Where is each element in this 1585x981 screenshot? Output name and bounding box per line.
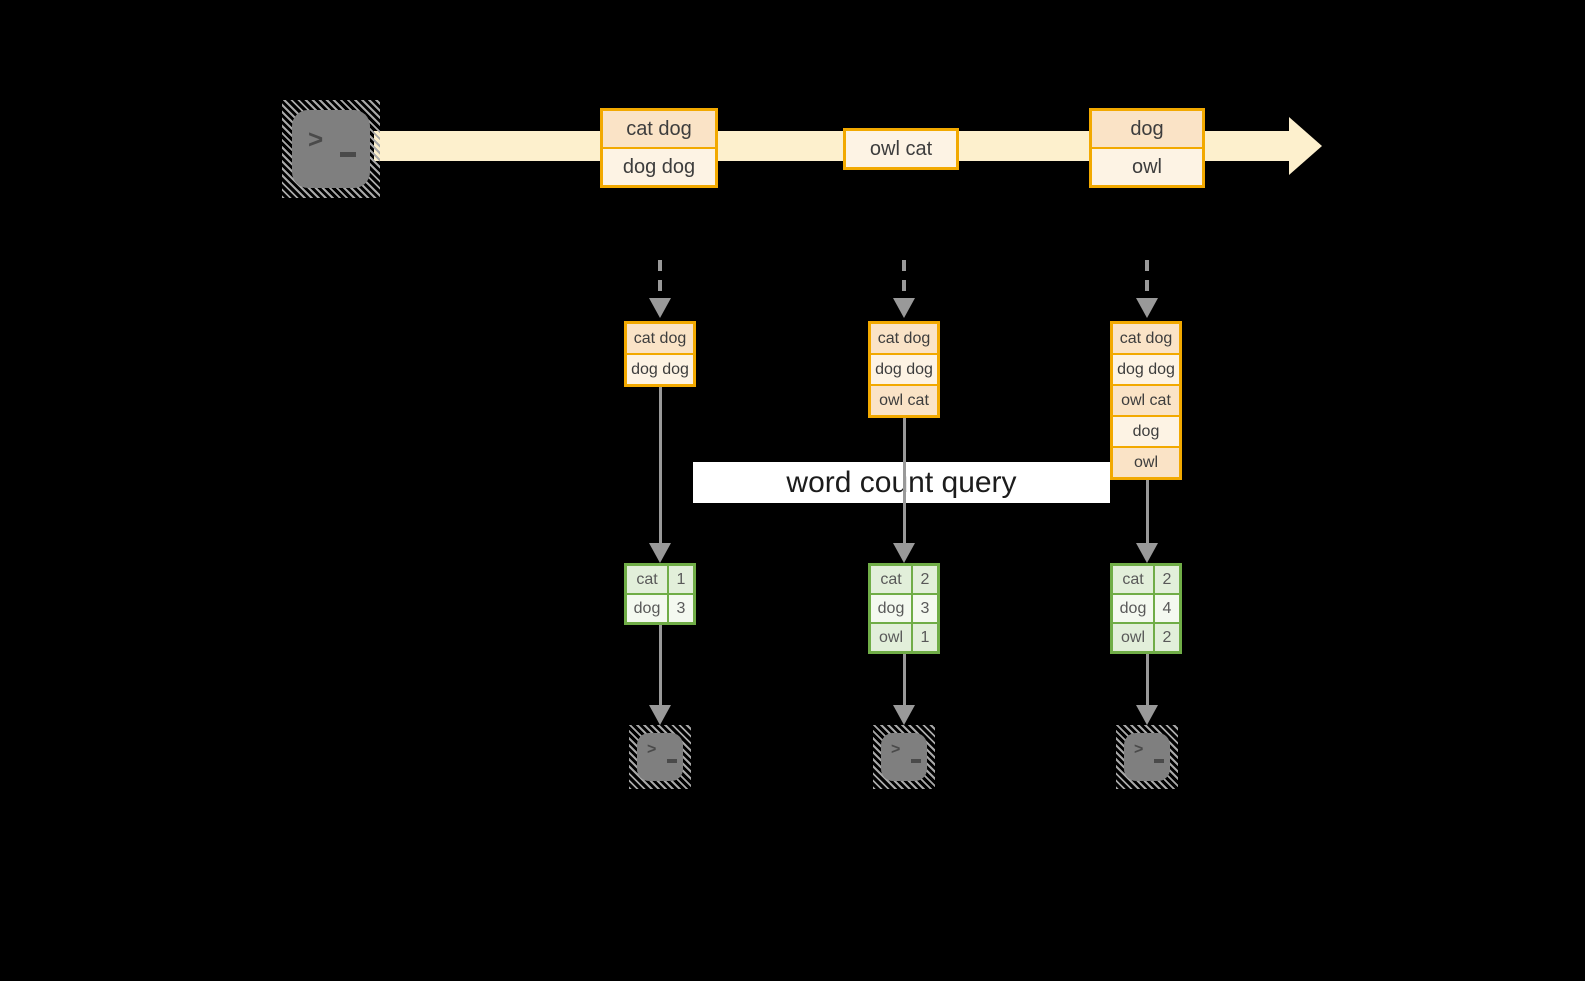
terminal-screen: > [881,733,927,781]
word-cell: dog [871,595,911,622]
count-cell: 3 [913,595,937,622]
terminal-icon: > [282,100,380,198]
arrowhead-icon [893,543,915,563]
connector-line [1146,654,1149,707]
word-cell: cat [1113,566,1153,593]
count-cell: 2 [913,566,937,593]
event-row: owl cat [846,131,956,167]
dashed-arrow [1145,260,1149,298]
stream-event-box: dog owl [1089,108,1205,188]
terminal-icon: > [1116,725,1178,789]
arrowhead-icon [649,298,671,318]
event-buffer-stack: cat dog dog dog [624,321,696,387]
event-row: owl [1092,149,1202,185]
prompt-cursor-icon [340,152,356,157]
count-cell: 1 [669,566,693,593]
buffer-row: owl cat [871,386,937,415]
word-cell: owl [1113,624,1153,651]
connector-line [1146,480,1149,545]
word-cell: owl [871,624,911,651]
word-cell: cat [627,566,667,593]
event-row: dog [1092,111,1202,147]
table-row: cat 2 [871,566,937,593]
count-cell: 2 [1155,566,1179,593]
word-count-table: cat 2 dog 3 owl 1 [868,563,940,654]
count-cell: 2 [1155,624,1179,651]
terminal-icon: > [629,725,691,789]
event-buffer-stack: cat dog dog dog owl cat dog owl [1110,321,1182,480]
stream-arrowhead-icon [1289,117,1322,175]
table-row: owl 2 [1113,624,1179,651]
count-cell: 1 [913,624,937,651]
table-row: owl 1 [871,624,937,651]
arrowhead-icon [893,705,915,725]
event-buffer-stack: cat dog dog dog owl cat [868,321,940,418]
prompt-chevron-icon: > [647,741,657,758]
terminal-icon: > [873,725,935,789]
buffer-row: owl [1113,448,1179,477]
terminal-screen: > [637,733,683,781]
arrowhead-icon [1136,705,1158,725]
prompt-cursor-icon [667,759,677,763]
connector-line [903,654,906,707]
word-cell: dog [627,595,667,622]
table-row: dog 3 [871,595,937,622]
buffer-row: dog dog [1113,355,1179,384]
event-row: cat dog [603,111,715,147]
event-row: dog dog [603,149,715,185]
buffer-row: cat dog [871,324,937,353]
arrowhead-icon [1136,298,1158,318]
query-banner: word count query [693,462,1110,503]
word-count-table: cat 1 dog 3 [624,563,696,625]
buffer-row: dog [1113,417,1179,446]
prompt-chevron-icon: > [308,124,324,154]
buffer-row: dog dog [871,355,937,384]
prompt-chevron-icon: > [1134,741,1144,758]
arrowhead-icon [1136,543,1158,563]
buffer-row: cat dog [627,324,693,353]
count-cell: 3 [669,595,693,622]
connector-line [903,418,906,545]
table-row: dog 3 [627,595,693,622]
word-count-table: cat 2 dog 4 owl 2 [1110,563,1182,654]
word-cell: cat [871,566,911,593]
arrowhead-icon [893,298,915,318]
word-cell: dog [1113,595,1153,622]
prompt-chevron-icon: > [891,741,901,758]
buffer-row: cat dog [1113,324,1179,353]
prompt-cursor-icon [1154,759,1164,763]
arrowhead-icon [649,705,671,725]
stream-event-box: owl cat [843,128,959,170]
arrowhead-icon [649,543,671,563]
table-row: cat 1 [627,566,693,593]
stream-event-box: cat dog dog dog [600,108,718,188]
table-row: dog 4 [1113,595,1179,622]
dashed-arrow [658,260,662,298]
table-row: cat 2 [1113,566,1179,593]
buffer-row: owl cat [1113,386,1179,415]
terminal-screen: > [1124,733,1170,781]
buffer-row: dog dog [627,355,693,384]
prompt-cursor-icon [911,759,921,763]
dashed-arrow [902,260,906,298]
connector-line [659,387,662,545]
terminal-screen: > [292,110,370,188]
connector-line [659,625,662,707]
count-cell: 4 [1155,595,1179,622]
